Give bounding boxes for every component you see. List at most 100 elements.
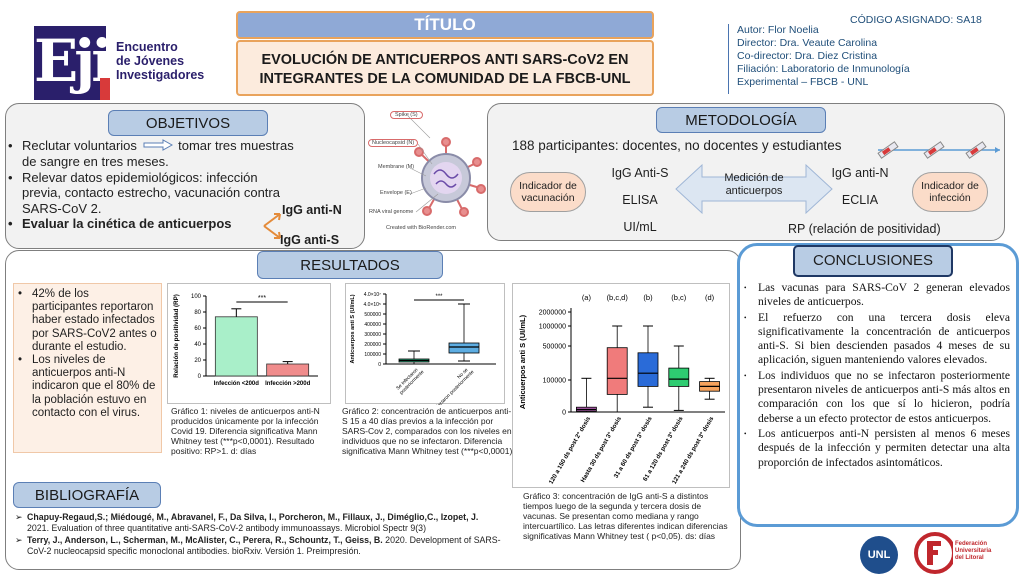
arrowhead-icon: ➢ — [15, 512, 23, 522]
ful-text-2: Universitaria — [955, 548, 992, 554]
ref-1-authors: Chapuy-Regaud,S.; Miédougé, M., Abravane… — [27, 512, 479, 522]
virus-label-membrane: Membrane (M) — [378, 164, 415, 170]
box-2 — [606, 347, 628, 395]
ref-1: ➢ Chapuy-Regaud,S.; Miédougé, M., Abrava… — [15, 512, 510, 534]
bibliografia-heading: BIBLIOGRAFÍA — [13, 482, 161, 508]
resultado-1: 42% de los participantes reportaron habe… — [18, 288, 157, 354]
resultados-bullets: 42% de los participantes reportaron habe… — [13, 283, 162, 453]
medicion-anticuerpos: Medición de anticuerpos — [724, 172, 784, 197]
ful-logo: Federación Universitaria del Litoral — [913, 531, 1023, 574]
box-3 — [637, 352, 659, 387]
y-tick-label: 400000 — [364, 322, 381, 328]
title-line-2: INTEGRANTES DE LA COMUNIDAD DE LA FBCB-U… — [259, 71, 631, 87]
igg-n-label: IgG anti-N — [282, 203, 342, 217]
y-tick-label: 100 — [191, 294, 202, 300]
ref-1-title: 2021. Evaluation of three quantitative a… — [27, 523, 426, 533]
y-tick-label: 100000 — [543, 378, 566, 385]
director: Director: Dra. Veaute Carolina — [737, 37, 878, 49]
branch-arrows-icon — [263, 213, 281, 239]
metodologia-heading: METODOLOGÍA — [656, 107, 826, 133]
co-director: Co-director: Dra. Diez Cristina — [737, 50, 878, 62]
ref-2-title: 2020. Development of SARS-CoV-2 nucleoca… — [27, 535, 501, 556]
y-tick-label: 200000 — [364, 342, 381, 348]
rp-text: RP (relación de positividad) — [788, 222, 941, 236]
y-tick-label: 0 — [198, 374, 202, 380]
x-tick-label: Infección >200d — [265, 381, 311, 387]
virus-label-envelope: Envelope (E) — [380, 190, 412, 196]
conclusion-2: El refuerzo con una tercera dosis eleva … — [744, 311, 1010, 368]
chart-3-caption: Gráfico 3: concentración de IgG anti-S a… — [523, 491, 728, 542]
x-tick-label: infectaron posteriormente — [433, 369, 476, 405]
igg-s-label: IgG anti-S — [280, 233, 340, 247]
group-letter: (b,c) — [671, 293, 687, 302]
ref-2: ➢ Terry, J., Anderson, L., Scherman, M.,… — [15, 535, 510, 557]
y-tick-label: 0 — [378, 362, 381, 368]
eclia-method: ECLIA — [841, 193, 879, 207]
conclusion-1: Las vacunas para SARS-CoV 2 generan elev… — [744, 281, 1010, 310]
resultado-2: Los niveles de anticuerpos anti-N indica… — [18, 354, 157, 420]
chart-2-caption: Gráfico 2: concentración de anticuerpos … — [342, 406, 513, 457]
objetivo-1a: Reclutar voluntarios — [22, 138, 137, 153]
y-tick-label: 500000 — [364, 312, 381, 318]
chart-2: 01000002000003000004000005000004.0×10⁵4.… — [350, 292, 496, 412]
elisa-method: ELISA — [622, 193, 658, 207]
logo-bar-red — [100, 78, 110, 100]
logo-text-1: Encuentro — [116, 40, 178, 54]
indicador-vacunacion: Indicador de vacunación — [510, 172, 586, 212]
virus-credit: Created with BioRender.com — [386, 225, 457, 231]
event-logo: Eji Encuentro de Jóvenes Investigadores — [34, 26, 204, 100]
y-tick-label: 80 — [194, 310, 201, 316]
ful-text-1: Federación — [955, 541, 988, 547]
filiacion-1: Filiación: Laboratorio de Inmunología — [737, 63, 910, 75]
y-tick-label: 4.0×10⁵ — [363, 302, 381, 308]
virus-icon — [414, 137, 486, 217]
title-line-1: EVOLUCIÓN DE ANTICUERPOS ANTI SARS-CoV2 … — [261, 52, 629, 68]
significance-label: *** — [435, 294, 443, 300]
objetivo-3: Evaluar la cinética de anticuerpos — [8, 216, 308, 232]
double-arrow-icon — [675, 163, 833, 215]
group-letter: (b) — [643, 293, 653, 302]
virus-label-nucleocapsid: Nucleocapsid (N) — [368, 139, 419, 147]
virus-label-rna: RNA viral genome — [369, 209, 414, 215]
y-tick-label: 1000000 — [539, 324, 566, 331]
conclusiones-heading: CONCLUSIONES — [793, 245, 953, 277]
chart-1-caption: Gráfico 1: niveles de anticuerpos anti-N… — [171, 406, 320, 457]
y-axis-label: Anticuerpos anti S (UI/mL) — [518, 314, 527, 409]
ful-mark-icon — [914, 532, 956, 574]
significance-label: *** — [258, 295, 266, 302]
y-tick-label: 2000000 — [539, 310, 566, 317]
logo-text-3: Investigadores — [116, 68, 205, 82]
resultados-heading: RESULTADOS — [257, 251, 443, 279]
title-box: EVOLUCIÓN DE ANTICUERPOS ANTI SARS-CoV2 … — [236, 40, 654, 96]
bar-1 — [214, 316, 258, 377]
title-label-box: TÍTULO — [236, 11, 654, 39]
objetivo-2: Relevar datos epidemiológicos: infección… — [8, 170, 298, 217]
igg-anti-s-method: IgG Anti-S — [611, 166, 669, 180]
virus-illustration: Spike (S) Nucleocapsid (N) Membrane (M) … — [368, 108, 488, 240]
x-tick-label: Infección <200d — [214, 381, 260, 387]
author: Autor: Flor Noelia — [737, 24, 819, 36]
arrowhead-icon: ➢ — [15, 535, 23, 545]
y-tick-label: 40 — [194, 342, 201, 348]
arrow-right-icon — [143, 138, 173, 155]
y-tick-label: 100000 — [364, 352, 381, 358]
box-2 — [448, 342, 480, 354]
box-4 — [668, 367, 690, 387]
conclusiones-list: Las vacunas para SARS-CoV 2 generan elev… — [744, 281, 1010, 470]
syringes-icon — [877, 141, 1000, 159]
conclusion-3: Los individuos que no se infectaron post… — [744, 369, 1010, 426]
y-tick-label: 4.0×10⁷ — [364, 292, 381, 298]
y-tick-label: 0 — [562, 410, 566, 417]
objetivo-1c: de sangre en tres meses. — [22, 154, 169, 170]
y-axis-label: Anticuerpos anti S (UI/mL) — [350, 294, 356, 363]
codigo-asignado: CÓDIGO ASIGNADO: SA18 — [850, 14, 982, 26]
igg-anti-n-method: IgG anti-N — [831, 166, 889, 180]
logo-text-2: de Jóvenes — [116, 54, 185, 68]
ful-text-3: del Litoral — [955, 555, 984, 561]
uiml-unit: UI/mL — [623, 220, 657, 234]
objetivo-1b: tomar tres muestras — [178, 138, 294, 153]
indicador-infeccion: Indicador de infección — [912, 172, 988, 212]
